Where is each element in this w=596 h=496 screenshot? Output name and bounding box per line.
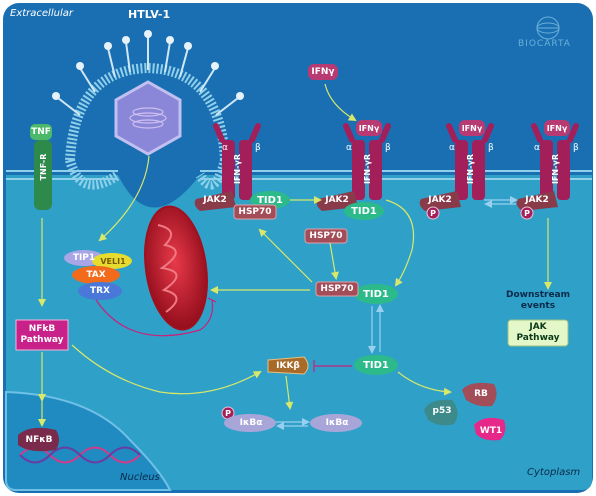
alpha-label-3: α [449,143,455,153]
ifn-gamma-r-label-4: IFN-γR [550,153,560,185]
hsp70-boxes [233,204,359,297]
inhibition-lines [95,297,352,372]
cytoplasm-label: Cytoplasm [527,467,581,478]
veli1-label: VELI1 [100,256,126,266]
jak2-label-2: JAK2 [325,195,349,205]
ifn-gamma-free-label: IFNγ [311,67,335,77]
jak-pathway-box [507,319,569,347]
p53-shape [424,399,458,426]
ikba-label-1: IκBα [239,418,263,428]
tid1-label-2: TID1 [351,205,377,217]
bidirectional-arrows [276,196,518,430]
biocarta-logo: BIOCARTA [518,39,571,49]
tid1-shapes [250,191,398,375]
biocarta-logo-mark [536,16,560,40]
ikkb-shape [267,356,309,375]
ikba-shape-1 [224,414,276,432]
ifn-gamma-receptor-4 [531,123,579,200]
cell-membrane [6,170,592,180]
nfkb-label: NFκB [25,435,53,445]
nfkb-pathway-box [15,319,69,351]
downstream-events-label: Downstream events [505,290,571,311]
tnf-r-label: TNF-R [38,153,48,181]
jak2-label-4: JAK2 [525,195,549,205]
trx-label: TRX [89,286,110,296]
p53-label: p53 [432,406,452,416]
wt1-shape [474,417,506,441]
hsp70-label-2: HSP70 [309,231,343,241]
beta-label-2: β [385,143,391,153]
jak2-label-1: JAK2 [203,195,227,205]
ifn-gamma-receptor-3 [446,123,494,200]
phosphate-label-2: P [524,208,530,218]
nfkb-pathway-label: NFkB Pathway [20,324,64,345]
nucleus-region [5,390,172,491]
ifn-gamma-ligands [308,64,570,136]
ikba-shape-2 [310,414,362,432]
beta-label-3: β [488,143,494,153]
hsp70-label-1: HSP70 [238,207,272,217]
virus-label: HTLV-1 [128,8,171,21]
rb-shape [462,382,497,407]
tax-complex-shapes [64,250,132,300]
dna-strand-2 [19,446,141,464]
extracellular-label: Extracellular [10,8,73,19]
mitochondrion [144,205,208,331]
ifn-gamma-r-label-1: IFN-γR [232,153,242,185]
phosphate-dots [221,206,534,420]
beta-label-4: β [573,143,579,153]
tnf-receptor [30,124,52,210]
htlv-1-virus [52,30,244,190]
phosphate-label-3: P [225,408,231,418]
alpha-label-1: α [222,143,228,153]
nfkb-shape [18,427,59,452]
alpha-label-4: α [534,143,540,153]
ikkb-label: IKKβ [276,361,300,371]
wt1-label: WT1 [479,426,503,436]
rb-label: RB [474,389,488,399]
tid1-label-1: TID1 [257,194,283,206]
ikba-label-2: IκBα [325,418,349,428]
nucleus-label: Nucleus [120,472,160,483]
ifn-gamma-r-label-2: IFN-γR [362,153,372,185]
signal-arrows [38,83,552,427]
ifn-gamma-bound-label-4: IFNγ [546,123,568,133]
ifn-gamma-bound-label-3: IFNγ [461,123,483,133]
beta-label-1: β [255,143,261,153]
tip1-label: TIP1 [72,253,96,263]
tid1-label-4: TID1 [363,359,389,371]
alpha-label-2: α [346,143,352,153]
jak-pathway-label: JAK Pathway [516,322,560,343]
jak2-label-3: JAK2 [428,195,452,205]
tnf-label: TNF [31,127,51,137]
ifn-gamma-r-label-3: IFN-γR [465,153,475,185]
hsp70-label-3: HSP70 [320,284,354,294]
tax-label: TAX [86,270,106,280]
phosphate-label-1: P [430,208,436,218]
ifn-gamma-bound-label-2: IFNγ [358,123,380,133]
ifn-gamma-receptor-1 [213,123,261,200]
ifn-gamma-receptor-2 [343,123,391,200]
tid1-label-3: TID1 [363,288,389,300]
